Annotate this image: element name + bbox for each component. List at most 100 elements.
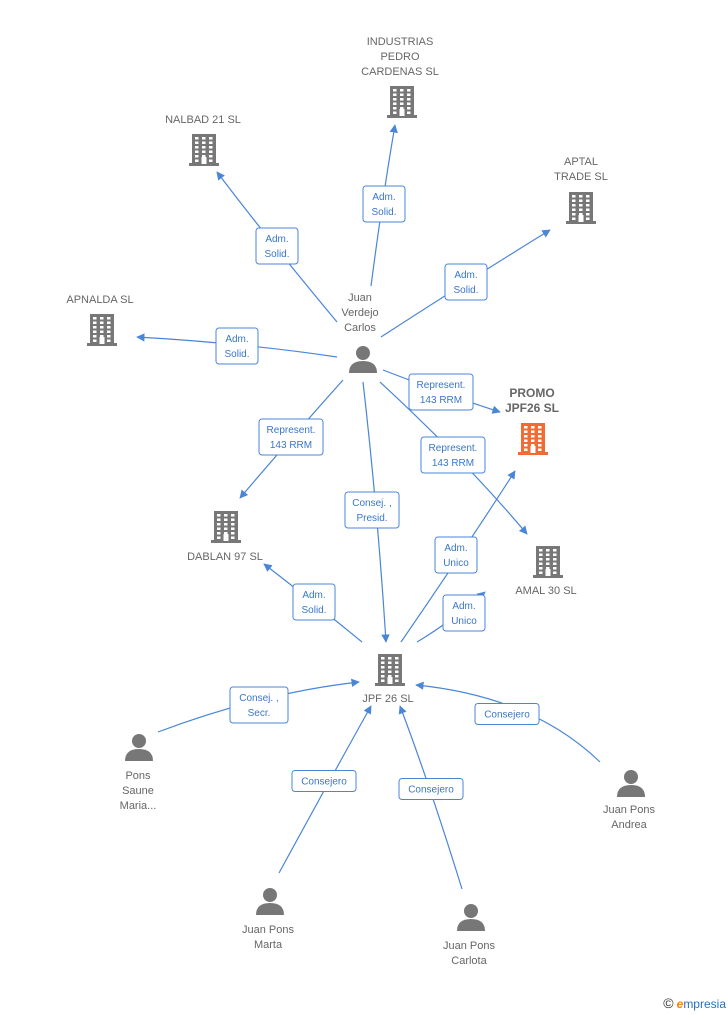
edge-label[interactable]: Adm.Unico	[442, 594, 486, 632]
edge-label[interactable]: Consej. , Presid.	[344, 491, 400, 529]
edge-label[interactable]: Represent.143 RRM	[258, 418, 324, 456]
node-label: Andrea	[611, 819, 647, 831]
edge-label[interactable]: Represent. 143 RRM	[420, 436, 486, 474]
edge-label-box	[408, 373, 474, 411]
edge-label-text: Solid.	[453, 285, 478, 296]
edge-label-box	[444, 263, 488, 301]
node-label: INDUSTRIAS	[367, 36, 434, 48]
edge-label-box	[442, 594, 486, 632]
building-icon	[189, 134, 219, 166]
copyright-icon: ©	[663, 995, 674, 1011]
node-ponssaune[interactable]: PonsSauneMaria...	[120, 734, 157, 812]
building-icon	[211, 511, 241, 543]
edge-label-text: Adm.	[225, 334, 248, 345]
edge-label-text: Adm.	[265, 234, 288, 245]
edge-label-box	[474, 703, 540, 725]
edge-label-text: Consej. ,	[239, 693, 278, 704]
node-label: PROMO	[509, 386, 554, 400]
edge-label[interactable]: Consejero	[398, 778, 464, 800]
brand-rest: mpresia	[683, 997, 726, 1011]
edge-label-box	[258, 418, 324, 456]
node-label: Juan Pons	[242, 924, 294, 936]
node-label: Juan	[348, 292, 372, 304]
edge-label-text: 143 RRM	[420, 395, 462, 406]
node-jpf26[interactable]: JPF 26 SL	[362, 654, 414, 705]
edge-label[interactable]: Adm.Solid.	[444, 263, 488, 301]
edge-label[interactable]: Represent. 143 RRM	[408, 373, 474, 411]
edge-label-box	[292, 583, 336, 621]
edge-label-box	[255, 227, 299, 265]
edge-label-text: Adm.	[444, 543, 467, 554]
edge-label-box	[362, 185, 406, 223]
edge-label-text: Consejero	[408, 785, 454, 796]
person-icon	[256, 888, 284, 915]
edge-label-text: Presid.	[356, 513, 387, 524]
footer-brand[interactable]: ©empresia	[663, 995, 726, 1011]
edge-label-box	[291, 770, 357, 792]
building-icon	[533, 546, 563, 578]
node-label: Saune	[122, 785, 154, 797]
edge-label[interactable]: Consejero	[291, 770, 357, 792]
edge-label-text: Represent.	[429, 443, 478, 454]
edge-label-text: Consejero	[484, 710, 530, 721]
node-label: TRADE SL	[554, 171, 608, 183]
edge-label-box	[344, 491, 400, 529]
edge-label-text: Consejero	[301, 777, 347, 788]
node-label: PEDRO	[380, 51, 420, 63]
person-icon	[349, 346, 377, 373]
edge-label-text: Unico	[443, 558, 469, 569]
node-label: Verdejo	[341, 307, 378, 319]
node-label: Carlota	[451, 955, 487, 967]
node-label: Carlos	[344, 322, 376, 334]
edge-label[interactable]: Consejero	[474, 703, 540, 725]
node-aptal[interactable]: APTAL TRADE SL	[554, 156, 608, 224]
brand-e: e	[676, 997, 684, 1011]
node-label: AMAL 30 SL	[515, 585, 576, 597]
building-icon	[387, 86, 417, 118]
edge-label-text: 143 RRM	[270, 440, 312, 451]
node-label: Maria...	[120, 800, 157, 812]
edge-label[interactable]: Adm.Solid.	[215, 327, 259, 365]
edge-label[interactable]: Adm. Solid.	[255, 227, 299, 265]
node-label: CARDENAS SL	[361, 66, 439, 78]
node-dablan[interactable]: DABLAN 97 SL	[187, 511, 263, 563]
node-label: APTAL	[564, 156, 598, 168]
node-label: Pons	[125, 770, 151, 782]
edge-label-text: Solid.	[371, 207, 396, 218]
edge-label-text: Represent.	[417, 380, 466, 391]
node-label: DABLAN 97 SL	[187, 551, 263, 563]
edge-label-text: Solid.	[264, 249, 289, 260]
edge-label[interactable]: Adm.Solid.	[362, 185, 406, 223]
node-label: APNALDA SL	[66, 294, 133, 306]
node-label: Juan Pons	[443, 940, 495, 952]
node-amal[interactable]: AMAL 30 SL	[515, 546, 577, 597]
person-icon	[457, 904, 485, 931]
building-icon	[87, 314, 117, 346]
node-nalbad[interactable]: NALBAD 21 SL	[165, 114, 241, 166]
edge-label-text: 143 RRM	[432, 458, 474, 469]
building-icon	[375, 654, 405, 686]
node-industrias[interactable]: INDUSTRIAS PEDRO CARDENAS SL	[361, 36, 439, 118]
edge-label-box	[420, 436, 486, 474]
edge-label[interactable]: Consej. ,Secr.	[229, 686, 289, 724]
edge-label[interactable]: Adm. Unico	[434, 536, 478, 574]
edge-labels-layer: Adm. Solid. Adm. Solid. Adm. Solid. Adm. Solid.…	[215, 185, 540, 800]
node-label: Marta	[254, 939, 283, 951]
edge-label[interactable]: Adm. Solid.	[292, 583, 336, 621]
edge-label-box	[434, 536, 478, 574]
building-icon	[518, 423, 548, 455]
node-label: JPF 26 SL	[362, 693, 413, 705]
node-apnalda[interactable]: APNALDA SL	[66, 294, 134, 346]
edge-label-box	[215, 327, 259, 365]
edge-label-box	[229, 686, 289, 724]
edge-label-text: Consej. ,	[352, 498, 391, 509]
node-label: JPF26 SL	[505, 401, 559, 415]
edge-label-text: Solid.	[301, 605, 326, 616]
edge-label-text: Adm.	[302, 590, 325, 601]
